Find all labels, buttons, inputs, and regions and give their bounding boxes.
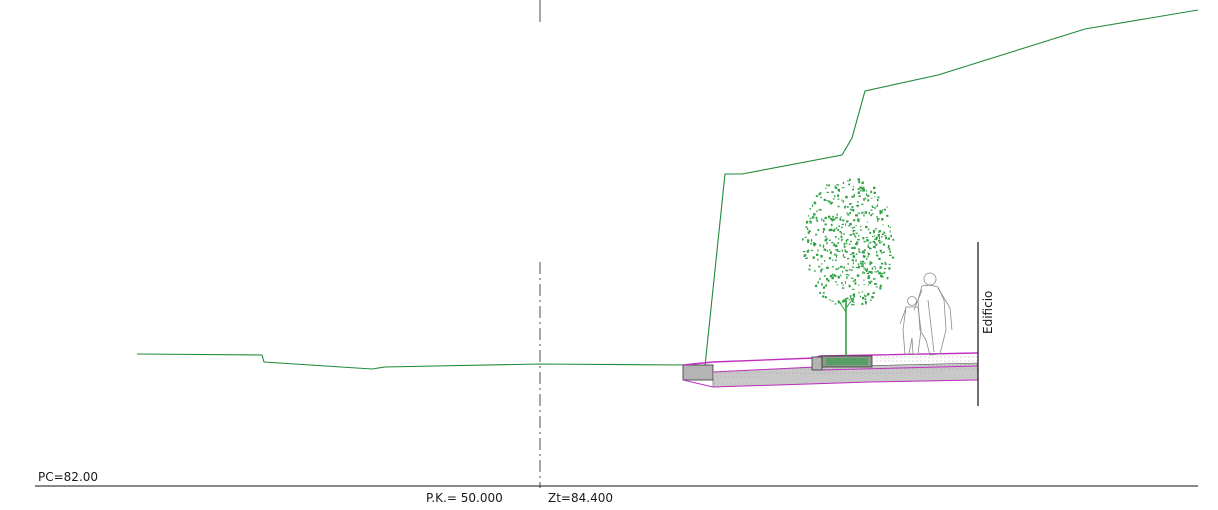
kerb-block xyxy=(682,364,714,381)
road-edge-line-bottom xyxy=(682,379,979,388)
middle-kerb xyxy=(811,356,823,371)
terrain-profile xyxy=(136,353,686,370)
pavement-dotted-layer xyxy=(713,363,978,379)
tree-symbol xyxy=(802,178,895,356)
road-section xyxy=(682,352,979,388)
pedestrians-symbol xyxy=(899,272,953,356)
chainage-label: P.K.= 50.000 xyxy=(426,491,503,505)
reference-plane-label: PC=82.00 xyxy=(38,470,98,484)
building-label: Edificio xyxy=(981,291,995,334)
elevation-label: Zt=84.400 xyxy=(548,491,613,505)
terrain-slope-line xyxy=(704,9,1199,367)
